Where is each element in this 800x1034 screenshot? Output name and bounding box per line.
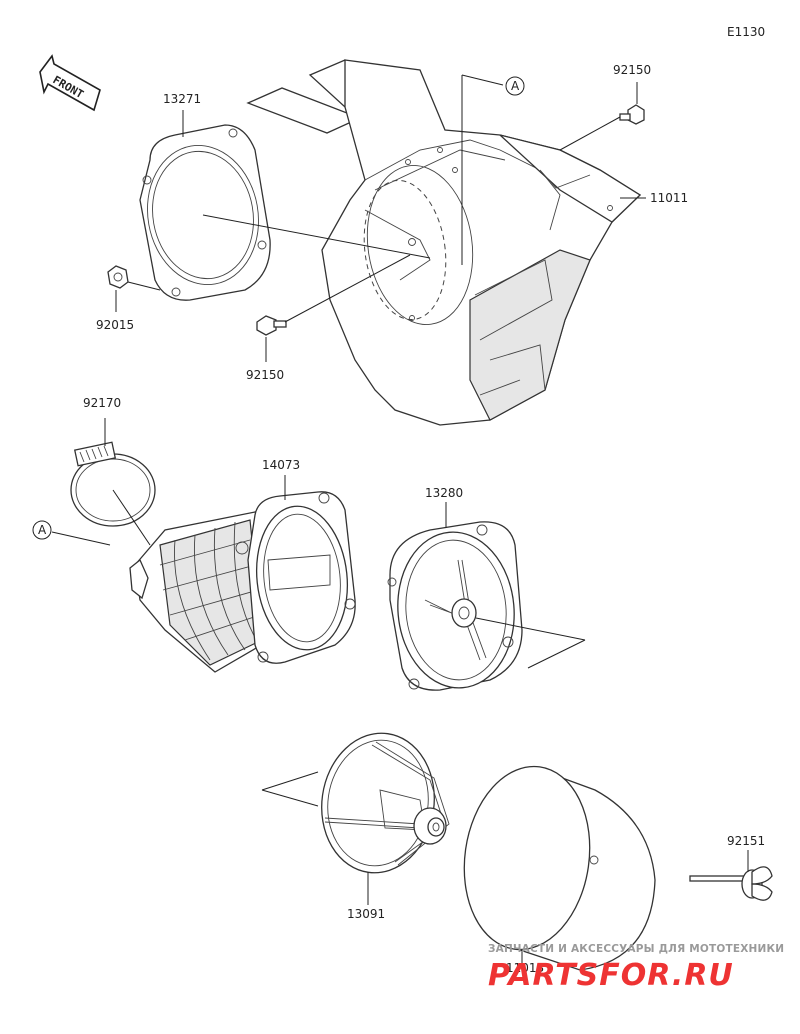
leader-clamp-duct bbox=[112, 489, 151, 546]
leader-lines-top bbox=[115, 74, 646, 362]
label-air-box: 11011 bbox=[650, 191, 688, 205]
label-gasket: 13271 bbox=[163, 92, 201, 106]
label-bolt-upper: 92150 bbox=[613, 63, 651, 77]
diagram-code: E1130 bbox=[727, 25, 765, 39]
nut-92015-icon bbox=[107, 265, 129, 289]
label-element: 11013 bbox=[506, 961, 544, 975]
reference-marker-a-left: A bbox=[32, 520, 111, 546]
label-frame: 13091 bbox=[347, 907, 385, 921]
watermark: ЗАПЧАСТИ И АКСЕССУАРЫ ДЛЯ МОТОТЕХНИКИ PA… bbox=[488, 943, 784, 993]
bolt-92150-lower-icon bbox=[256, 315, 287, 336]
label-wing-bolt: 92151 bbox=[727, 834, 765, 848]
gasket-13271 bbox=[139, 124, 271, 301]
reference-marker-a-top: A bbox=[505, 76, 525, 96]
front-arrow-icon: FRONT bbox=[39, 54, 101, 112]
leader-holder-a bbox=[475, 617, 586, 641]
label-nut: 92015 bbox=[96, 318, 134, 332]
label-duct: 14073 bbox=[262, 458, 300, 472]
element-frame-13091 bbox=[321, 732, 450, 874]
watermark-logo: PARTSFOR.RU bbox=[488, 958, 734, 993]
label-bolt-lower: 92150 bbox=[246, 368, 284, 382]
svg-text:A: A bbox=[511, 79, 520, 93]
air-element-11013 bbox=[463, 765, 656, 971]
watermark-tagline: ЗАПЧАСТИ И АКСЕССУАРЫ ДЛЯ МОТОТЕХНИКИ bbox=[488, 943, 784, 955]
duct-14073 bbox=[129, 491, 356, 673]
svg-text:A: A bbox=[38, 523, 47, 537]
leader-holder-b bbox=[527, 639, 586, 669]
clamp-92170 bbox=[70, 441, 156, 527]
holder-plate-13280 bbox=[387, 521, 523, 691]
leader-frame-a bbox=[261, 771, 319, 791]
label-holder: 13280 bbox=[425, 486, 463, 500]
label-clamp: 92170 bbox=[83, 396, 121, 410]
bolt-92150-upper-icon bbox=[619, 104, 645, 125]
leader-frame-b bbox=[261, 789, 319, 807]
wing-bolt-92151-icon bbox=[689, 866, 773, 901]
air-box-11011 bbox=[246, 59, 642, 426]
